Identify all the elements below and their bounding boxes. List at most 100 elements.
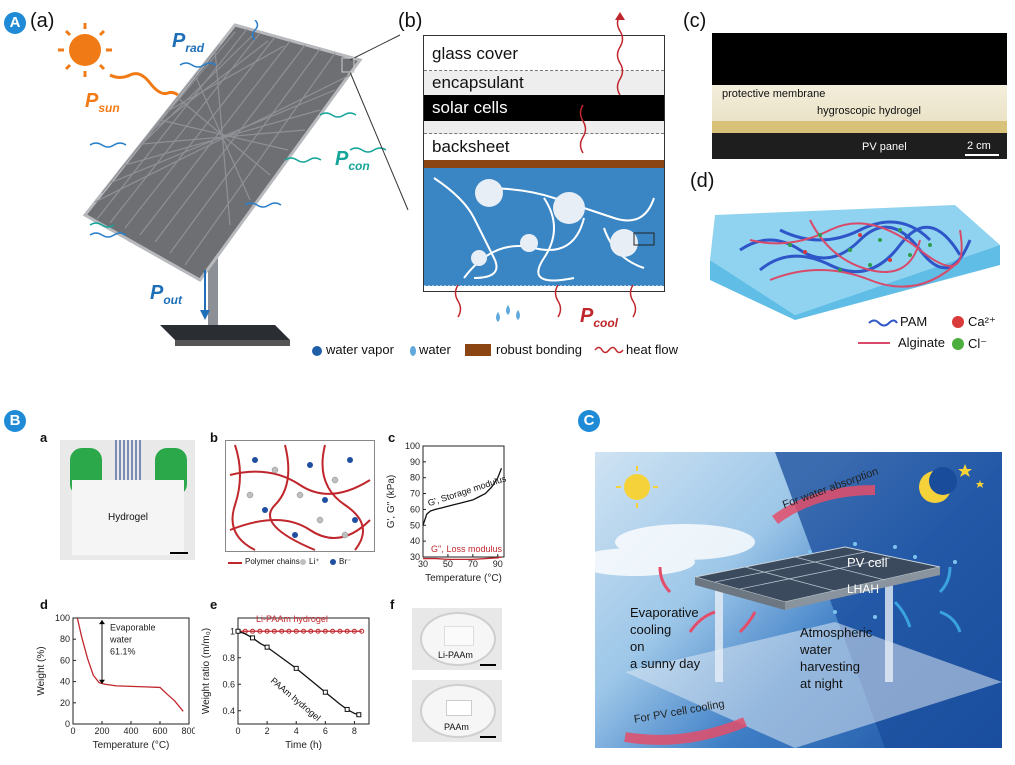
x-axis-label: Temperature (°C) [425, 573, 502, 584]
photo-label-membrane: protective membrane [722, 88, 826, 100]
subfig-b-f-label: f [390, 597, 395, 612]
y-tick-label: 1 [230, 626, 235, 636]
scale-bar [170, 552, 188, 554]
data-point [235, 628, 241, 634]
star-icon [958, 464, 984, 488]
y-tick-label: 50 [410, 520, 420, 530]
legend-robust-bonding: robust bonding [496, 342, 583, 357]
ca-legend-icon [952, 316, 964, 328]
y-tick-label: 60 [410, 504, 420, 514]
panel-a-badge: A [4, 12, 26, 34]
pam-legend-icon [868, 319, 898, 327]
data-point [359, 628, 365, 634]
y-tick-label: 90 [410, 457, 420, 467]
scale-bar-label: 2 cm [967, 140, 991, 152]
data-point [279, 628, 285, 634]
heat-legend-icon [594, 346, 624, 354]
hydrogel-photo-label: Hydrogel [108, 512, 149, 523]
subfig-b-b-label: b [210, 430, 218, 445]
x-tick-label: 0 [70, 726, 75, 736]
x-tick-label: 70 [468, 559, 478, 569]
x-tick-label: 200 [94, 726, 109, 736]
x-tick-label: 0 [235, 726, 240, 736]
x-tick-label: 600 [152, 726, 167, 736]
lhah-scene: For water absorption PV cell LHAH Evapor… [595, 452, 1002, 748]
legend-heat-flow: heat flow [626, 342, 679, 357]
series-line [422, 467, 503, 526]
solar-panel-grid [82, 23, 363, 282]
data-point [264, 628, 270, 634]
hydrogel-photo: protective membrane hygroscopic hydrogel… [712, 33, 1007, 159]
data-point [271, 628, 277, 634]
sun-icon [58, 23, 112, 77]
data-point [351, 628, 357, 634]
y-tick-label: 100 [55, 613, 70, 623]
p-rad-label: Prad [172, 30, 205, 55]
series-label: Li-PAAm hydrogel [256, 614, 328, 624]
p-cool-label: Pcool [580, 305, 619, 330]
alginate-legend-icon [858, 342, 890, 344]
x-tick-label: 30 [418, 559, 428, 569]
subfig-b-c-label: c [388, 430, 396, 445]
legend-alginate: Alginate [898, 335, 945, 350]
scale-bar [480, 736, 496, 738]
legend-ca: Ca²⁺ [968, 314, 996, 329]
polymer-legend-line [228, 562, 242, 564]
water-legend-icon [410, 346, 416, 356]
cl-legend-icon [952, 338, 964, 350]
legend-water-vapor: water vapor [326, 342, 394, 357]
legend-polymer-chains: Polymer chains [245, 557, 300, 566]
li-legend-icon [300, 559, 306, 565]
subfig-d-label: (d) [690, 170, 715, 192]
arrow-head-top [99, 620, 105, 625]
y-tick-label: 0.8 [222, 653, 235, 663]
photo-label-panel: PV panel [862, 141, 907, 153]
y-tick-label: 0.6 [222, 679, 235, 689]
y-tick-label: 80 [410, 473, 420, 483]
moon-icon [919, 467, 957, 503]
panel-b-badge: B [4, 410, 26, 432]
annotation-text: Evaporable [110, 623, 156, 633]
subfig-b-a-label: a [40, 430, 48, 445]
layer-stack: glass cover encapsulant solar cells back… [423, 35, 665, 292]
backsheet-layer: backsheet [432, 137, 510, 156]
data-point [315, 628, 321, 634]
photo-label-hydrogel: hygroscopic hydrogel [817, 105, 921, 117]
x-tick-label: 400 [123, 726, 138, 736]
y-axis-label: Weight ratio (m/m₀) [201, 628, 212, 714]
series-line [76, 617, 184, 712]
x-tick-label: 2 [265, 726, 270, 736]
data-point [344, 706, 350, 712]
hydrogel-photo-lab: Hydrogel [60, 440, 195, 560]
data-point [257, 628, 263, 634]
plot-frame [422, 445, 505, 558]
legend-li: Li⁺ [309, 557, 320, 566]
data-point [250, 628, 256, 634]
y-tick-label: 100 [405, 441, 420, 451]
series-line [423, 556, 502, 561]
annotation-text: 61.1% [110, 647, 136, 657]
legend-br: Br⁻ [339, 557, 352, 566]
solar-panel-illustration [58, 20, 409, 346]
y-axis-label: G', G'' (kPa) [386, 475, 397, 529]
data-point [293, 628, 299, 634]
x-axis-label: Temperature (°C) [93, 740, 170, 751]
series-label: G'', Loss modulus [431, 544, 502, 554]
legend-pam: PAM [900, 314, 928, 329]
data-point [322, 628, 328, 634]
polymer-network-diagram [225, 440, 375, 552]
solar-cells-layer: solar cells [424, 95, 664, 121]
subfig-c-label: (c) [683, 10, 707, 32]
label-li-paam: Li-PAAm [438, 650, 473, 660]
hydrogel-layer [424, 168, 664, 287]
sun-icon [616, 466, 658, 508]
subfig-b-label: (b) [398, 10, 423, 32]
scale-bar [480, 664, 496, 666]
hydrogel-network-3d [710, 205, 1000, 320]
glass-cover-layer: glass cover [424, 36, 664, 71]
x-tick-label: 8 [352, 726, 357, 736]
x-tick-label: 6 [323, 726, 328, 736]
